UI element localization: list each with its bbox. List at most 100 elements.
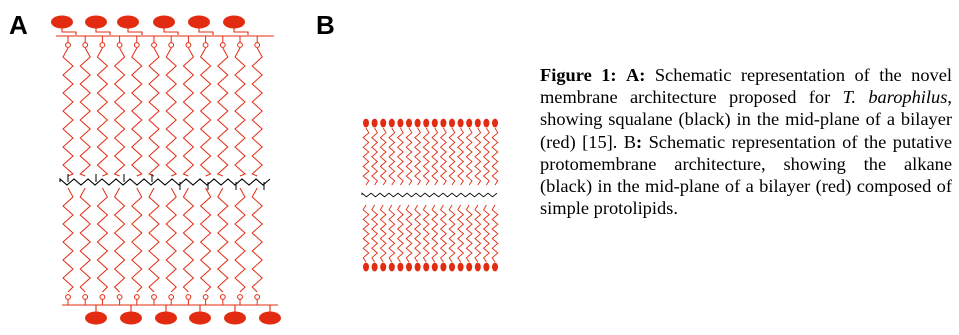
protolipid-head-bottom: [457, 262, 464, 272]
headgroup-bottom: [189, 311, 211, 325]
linker-stem-top: [127, 28, 143, 35]
protolipid-head-bottom: [431, 262, 438, 272]
caption-species: T. barophilus: [842, 87, 948, 108]
isoprenoid-chain-bottom: [79, 187, 91, 293]
protolipid-head-bottom: [363, 262, 369, 272]
headgroup-bottom: [120, 311, 142, 325]
protolipid-tail-bottom: [371, 204, 379, 263]
isoprenoid-chains-lower-leaflet: [62, 187, 263, 293]
protolipid-heads-bottom: [363, 262, 498, 272]
linker-stem-top: [198, 28, 214, 35]
protolipid-tail-top: [414, 127, 422, 186]
glycerol-oxygen-top: [65, 42, 71, 48]
protolipid-head-bottom: [388, 262, 395, 272]
isoprenoid-chain-bottom: [251, 187, 263, 293]
protolipid-head-bottom: [397, 262, 404, 272]
linker-stem-top: [95, 28, 111, 35]
caption-figure-label: Figure 1:: [540, 65, 617, 85]
glycerol-oxygen-bottom: [82, 294, 89, 300]
glycerol-oxygen-bottom: [65, 294, 71, 300]
isoprenoid-chain-top: [113, 47, 126, 177]
isoprenoid-chain-bottom: [148, 187, 160, 293]
protolipid-head-bottom: [466, 262, 473, 272]
linker-stem-top: [163, 28, 179, 35]
protolipid-head-top: [363, 118, 369, 128]
glycerol-oxygen-top: [151, 42, 157, 48]
isoprenoid-chain-bottom: [217, 187, 229, 293]
protolipid-head-top: [449, 118, 455, 128]
protolipid-tail-top: [448, 127, 456, 186]
protolipid-tail-top: [474, 127, 482, 186]
glycerol-oxygen-bottom: [151, 294, 157, 300]
protolipid-head-top: [380, 118, 387, 128]
protolipid-tail-bottom: [422, 204, 430, 263]
protolipid-tail-top: [457, 127, 465, 186]
glycerol-oxygen-top: [82, 42, 89, 48]
protolipid-head-top: [371, 118, 378, 128]
panel-label-a: A: [9, 10, 28, 40]
protolipid-tail-top: [371, 127, 379, 186]
protolipid-tail-top: [388, 127, 396, 186]
protolipid-head-bottom: [440, 262, 447, 272]
protolipid-tails-lower-leaflet: [362, 204, 499, 263]
protolipid-tail-bottom: [388, 204, 396, 263]
caption-a-text-2: , showing squalane (black) in the mid-pl…: [540, 87, 952, 152]
protolipid-tail-bottom: [396, 204, 404, 263]
protolipid-head-top: [466, 118, 473, 128]
isoprenoid-chain-bottom: [62, 187, 74, 293]
linker-stem-top: [61, 28, 77, 35]
protolipid-head-top: [474, 118, 481, 128]
isoprenoid-chain-top: [182, 47, 195, 177]
glycerol-oxygen-top: [168, 42, 175, 48]
protolipid-tail-bottom: [474, 204, 482, 263]
headgroup-top: [51, 15, 73, 29]
squalane-midplane: [59, 174, 271, 190]
polar-headgroups-top: [51, 15, 245, 29]
isoprenoid-chain-top: [62, 47, 74, 177]
isoprenoid-chain-bottom: [165, 187, 177, 293]
protolipid-tail-bottom: [379, 204, 387, 263]
protolipid-head-bottom: [380, 262, 387, 272]
protolipid-tail-bottom: [491, 204, 499, 263]
protolipid-tail-bottom: [457, 204, 465, 263]
protolipid-tail-top: [405, 127, 413, 186]
isoprenoid-chain-top: [199, 47, 212, 177]
protolipid-head-bottom: [483, 262, 490, 272]
protolipid-tail-bottom: [482, 204, 490, 263]
headgroup-top: [153, 15, 175, 29]
caption-b-text: Schematic representation of the putative…: [540, 131, 952, 219]
glycerol-oxygen-bottom: [99, 294, 106, 300]
protolipid-head-bottom: [371, 262, 378, 272]
glycerol-oxygen-top: [133, 42, 140, 48]
glycerol-oxygen-bottom: [202, 294, 209, 300]
protolipid-head-top: [388, 118, 395, 128]
protolipid-head-top: [440, 118, 447, 128]
headgroup-bottom: [85, 311, 107, 325]
isoprenoid-chain-bottom: [234, 187, 246, 293]
protolipid-tail-bottom: [405, 204, 413, 263]
alkane-chain: [361, 192, 498, 198]
headgroup-top: [117, 15, 139, 29]
protolipid-head-top: [406, 118, 412, 128]
isoprenoid-chain-top: [165, 47, 178, 177]
protolipid-head-top: [431, 118, 438, 128]
linker-stem-top: [233, 28, 249, 35]
isoprenoid-chain-top: [96, 47, 109, 177]
glycerol-oxygen-top: [202, 42, 209, 48]
protolipid-heads-top: [363, 118, 498, 128]
headgroup-bottom: [155, 311, 177, 325]
headgroup-top: [85, 15, 107, 29]
protolipid-tail-top: [422, 127, 430, 186]
glycerol-oxygen-top: [99, 42, 106, 48]
isoprenoid-chain-bottom: [199, 187, 212, 293]
headgroup-bottom: [224, 311, 246, 325]
archaeal-membrane-diagram: [51, 15, 281, 325]
glycerol-oxygen-bottom: [185, 294, 192, 300]
protolipid-head-bottom: [474, 262, 481, 272]
alkane-midplane: [361, 192, 498, 198]
caption-b-colon: :: [636, 131, 643, 152]
protolipid-tail-top: [482, 127, 490, 186]
protolipid-tail-bottom: [362, 204, 370, 263]
protolipid-tail-bottom: [465, 204, 473, 263]
glycerol-linkers-bottom: [62, 294, 278, 312]
